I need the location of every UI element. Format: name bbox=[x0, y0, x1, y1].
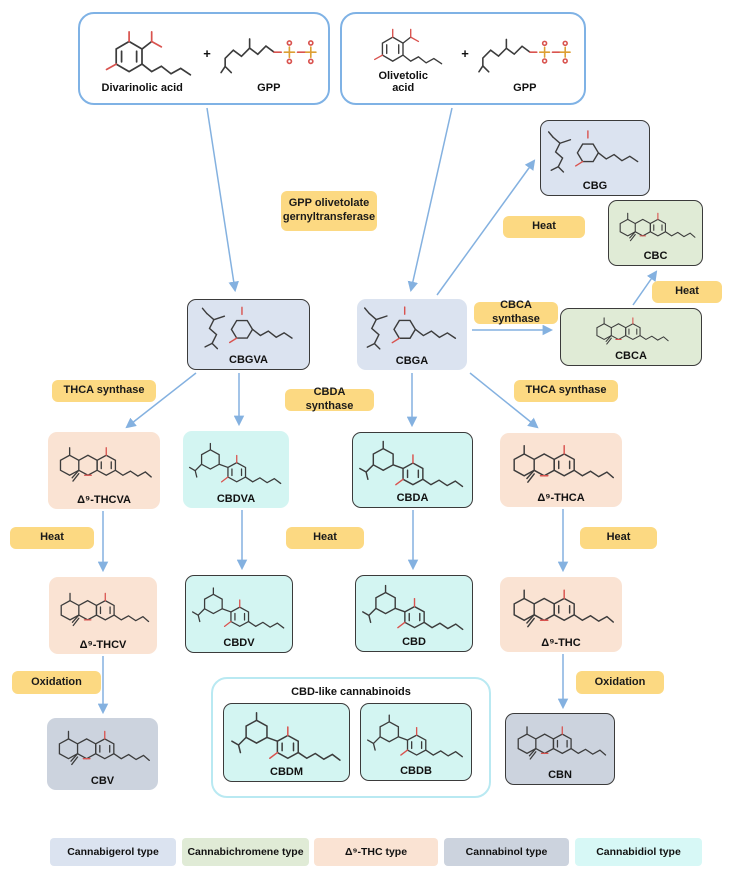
compound-node-cbgva: CBGVA bbox=[187, 299, 310, 370]
arrow-divarinolic-to-cbgva bbox=[206, 107, 239, 293]
compound-node-thca: Δ⁹-THCA bbox=[500, 433, 622, 507]
enzyme-label-thca-synthase-left: THCA synthase bbox=[52, 380, 156, 402]
enzyme-label-cbda-synthase: CBDA synthase bbox=[285, 386, 374, 412]
compound-label: CBDVA bbox=[216, 492, 256, 505]
enzyme-label-thca-synthase-right: THCA synthase bbox=[514, 380, 618, 402]
reactant-box-divarinolic: Divarinolic acid + GPP bbox=[78, 12, 330, 105]
process-label-heat-cbc: Heat bbox=[652, 281, 722, 303]
process-label-heat-cbd: Heat bbox=[286, 527, 364, 549]
compound-label: CBDV bbox=[223, 636, 255, 649]
compound-label: CBG bbox=[582, 179, 608, 192]
enzyme-label-gpp-olivetolate-geranyltransferase: GPP olivetolate gernyltransferase bbox=[281, 191, 377, 231]
reactant-label: GPP bbox=[513, 82, 537, 95]
compound-node-cbdm: CBDM bbox=[223, 703, 350, 782]
molecule-structure-icon bbox=[548, 130, 639, 173]
legend-item-cannabichromene: Cannabichromene type bbox=[182, 838, 309, 866]
molecule-structure-icon bbox=[619, 212, 696, 242]
molecule-structure-icon bbox=[60, 447, 153, 482]
compound-node-thc: Δ⁹-THC bbox=[500, 577, 622, 652]
reactant-divarinolic-acid: Divarinolic acid bbox=[87, 14, 197, 103]
compound-node-cbv: CBV bbox=[47, 718, 158, 790]
arrow-cbca-to-cbc bbox=[632, 270, 658, 306]
molecule-structure-icon bbox=[58, 730, 151, 766]
compound-node-cbga: CBGA bbox=[357, 299, 467, 370]
compound-label: CBC bbox=[643, 249, 668, 262]
compound-node-cbda: CBDA bbox=[352, 432, 473, 508]
reactant-label: GPP bbox=[257, 82, 281, 95]
compound-node-cbdb: CBDB bbox=[360, 703, 472, 781]
compound-label: CBN bbox=[548, 768, 572, 781]
compound-label: CBDM bbox=[270, 765, 303, 778]
plus-sign: + bbox=[461, 46, 469, 61]
process-label-heat-cbg: Heat bbox=[503, 216, 585, 238]
compound-label: Δ⁹-THC bbox=[541, 636, 581, 649]
molecule-structure-icon bbox=[596, 317, 669, 345]
process-label-oxidation-right: Oxidation bbox=[576, 671, 664, 694]
compound-node-cbg: CBG bbox=[540, 120, 650, 196]
compound-node-cbc: CBC bbox=[608, 200, 703, 266]
molecule-structure-icon bbox=[192, 587, 285, 629]
gpp-structure-icon bbox=[220, 38, 317, 74]
reactant-gpp: GPP bbox=[475, 14, 575, 103]
divarinolic-acid-structure-icon bbox=[105, 30, 192, 76]
reactant-label: Olivetolic acid bbox=[378, 69, 428, 95]
process-label-oxidation-left: Oxidation bbox=[12, 671, 101, 694]
plus-sign: + bbox=[203, 46, 211, 61]
reactant-label: Divarinolic acid bbox=[101, 82, 183, 95]
compound-node-thcv: Δ⁹-THCV bbox=[49, 577, 157, 654]
arrow-olivetolic-to-cbga bbox=[407, 107, 453, 293]
molecule-structure-icon bbox=[364, 306, 457, 350]
compound-label: CBDB bbox=[400, 764, 432, 777]
legend-item-thc: Δ⁹-THC type bbox=[314, 838, 438, 866]
reactant-olivetolic-acid: Olivetolic acid bbox=[351, 14, 455, 103]
group-title: CBD-like cannabinoids bbox=[291, 686, 411, 698]
compound-label: Δ⁹-THCV bbox=[79, 638, 127, 651]
molecule-structure-icon bbox=[513, 445, 614, 483]
molecule-structure-icon bbox=[359, 440, 464, 488]
compound-label: CBV bbox=[90, 774, 115, 787]
arrow-cbga-to-thca bbox=[469, 372, 539, 429]
molecule-structure-icon bbox=[189, 442, 282, 485]
compound-node-thcva: Δ⁹-THCVA bbox=[48, 432, 160, 509]
molecule-structure-icon bbox=[367, 714, 464, 758]
compound-node-cbd: CBD bbox=[355, 575, 473, 652]
molecule-structure-icon bbox=[201, 306, 293, 350]
process-label-heat-thcv: Heat bbox=[10, 527, 94, 549]
molecule-structure-icon bbox=[513, 589, 614, 628]
arrow-cbgva-to-thcva bbox=[125, 372, 197, 429]
compound-node-cbca: CBCA bbox=[560, 308, 702, 366]
molecule-structure-icon bbox=[362, 584, 464, 631]
molecule-structure-icon bbox=[517, 726, 607, 760]
compound-node-cbn: CBN bbox=[505, 713, 615, 785]
molecule-structure-icon bbox=[230, 712, 341, 761]
compound-label: Δ⁹-THCA bbox=[537, 491, 585, 504]
compound-label: CBGA bbox=[395, 354, 429, 367]
legend-item-cannabinol: Cannabinol type bbox=[444, 838, 569, 866]
legend-item-cannabidiol: Cannabidiol type bbox=[575, 838, 702, 866]
compound-label: Δ⁹-THCVA bbox=[77, 493, 131, 506]
compound-node-cbdva: CBDVA bbox=[183, 431, 289, 508]
molecule-structure-icon bbox=[60, 592, 150, 627]
compound-label: CBGVA bbox=[229, 353, 268, 366]
enzyme-label-cbca-synthase: CBCA synthase bbox=[474, 299, 558, 325]
compound-node-cbdv: CBDV bbox=[185, 575, 293, 653]
compound-label: CBDA bbox=[396, 491, 429, 504]
reactant-box-olivetolic: Olivetolic acid + GPP bbox=[340, 12, 586, 105]
compound-label: CBCA bbox=[615, 349, 647, 362]
arrow-cbga-to-cbg bbox=[436, 159, 536, 296]
legend-item-cannabigerol: Cannabigerol type bbox=[50, 838, 176, 866]
gpp-structure-icon bbox=[477, 38, 571, 73]
compound-label: CBD bbox=[402, 635, 426, 648]
reactant-gpp: GPP bbox=[217, 14, 321, 103]
process-label-heat-thc: Heat bbox=[580, 527, 657, 549]
olivetolic-acid-structure-icon bbox=[374, 28, 443, 65]
